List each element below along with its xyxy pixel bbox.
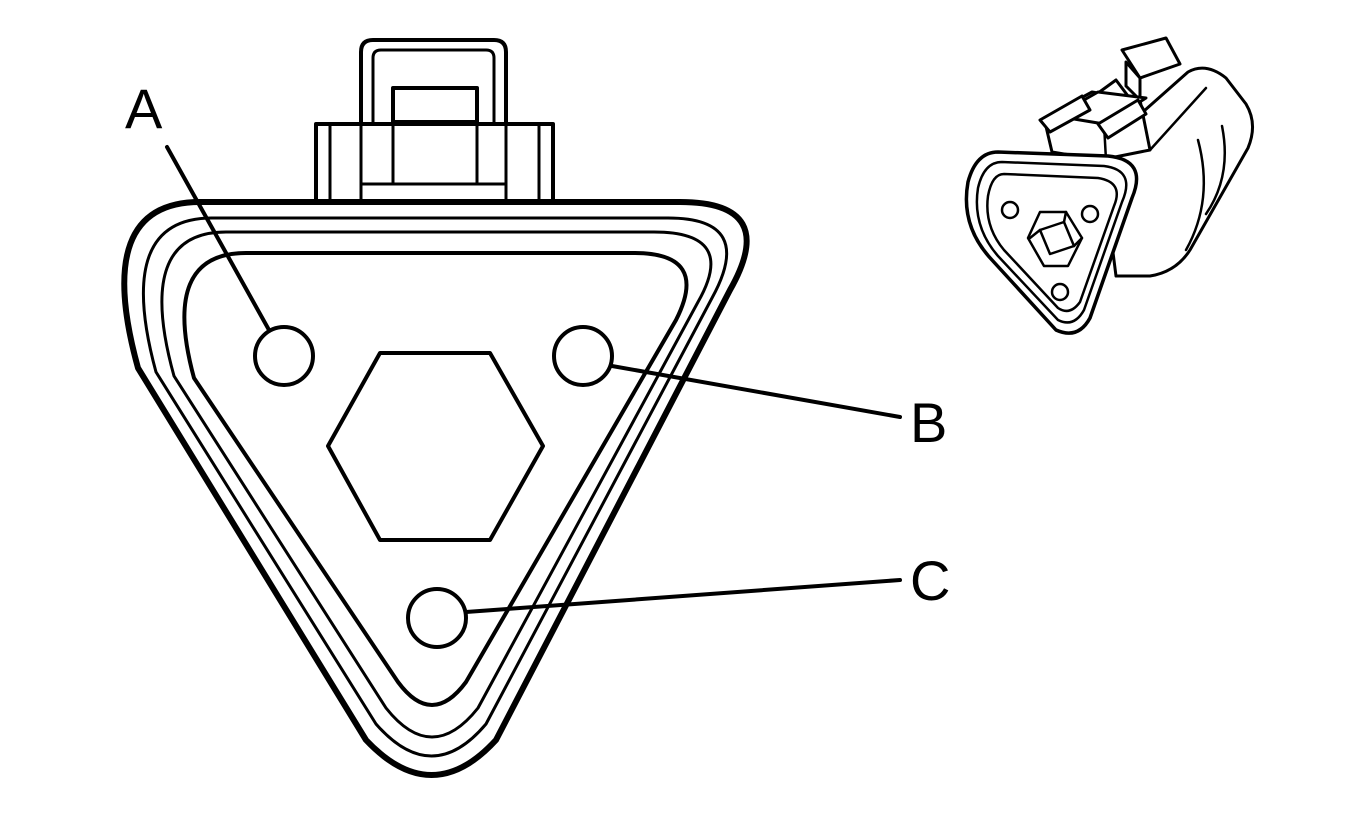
label-c: C (910, 549, 950, 612)
label-a: A (125, 77, 163, 140)
label-b: B (910, 391, 947, 454)
terminal-cavity-c (406, 587, 468, 649)
terminal-cavity-a (253, 325, 315, 387)
hex-center-recess (326, 351, 545, 542)
locking-tab (314, 38, 555, 207)
leader-line-a (165, 145, 271, 332)
connector-face (121, 38, 750, 778)
leader-lines (165, 145, 902, 614)
housing-seal-outline (141, 216, 729, 758)
housing-inner-outline (160, 230, 713, 739)
leader-line-c (464, 578, 902, 614)
leader-line-b (610, 364, 902, 419)
housing-face-outline (182, 251, 689, 707)
connector-iso-view (964, 36, 1254, 335)
terminal-cavity-b (552, 325, 614, 387)
